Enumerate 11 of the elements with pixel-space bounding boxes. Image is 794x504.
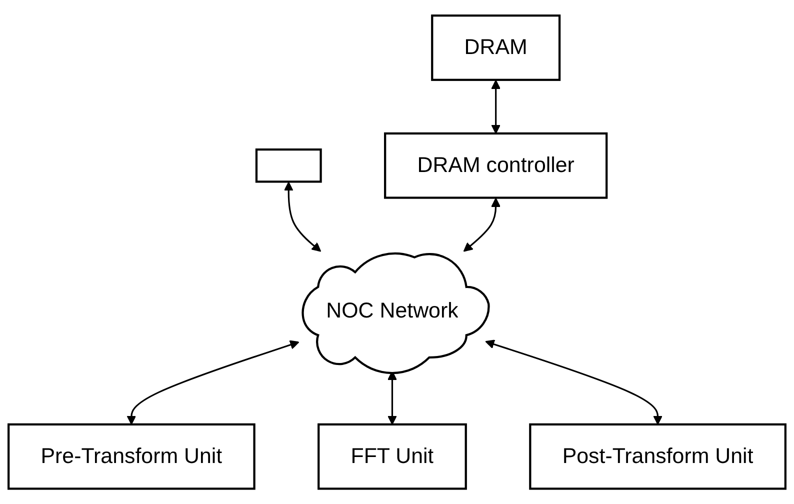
arrow: [485, 340, 662, 425]
node-box: DRAM: [431, 14, 561, 81]
node-box: [255, 148, 322, 183]
node-box: DRAM controller: [384, 132, 608, 199]
node-box: Pre-Transform Unit: [8, 423, 256, 490]
arrow: [284, 182, 322, 252]
node-box: FFT Unit: [318, 423, 467, 490]
arrow: [126, 340, 300, 425]
arrow: [463, 198, 501, 252]
node-box: Post-Transform Unit: [529, 423, 786, 490]
arrow: [491, 80, 501, 134]
